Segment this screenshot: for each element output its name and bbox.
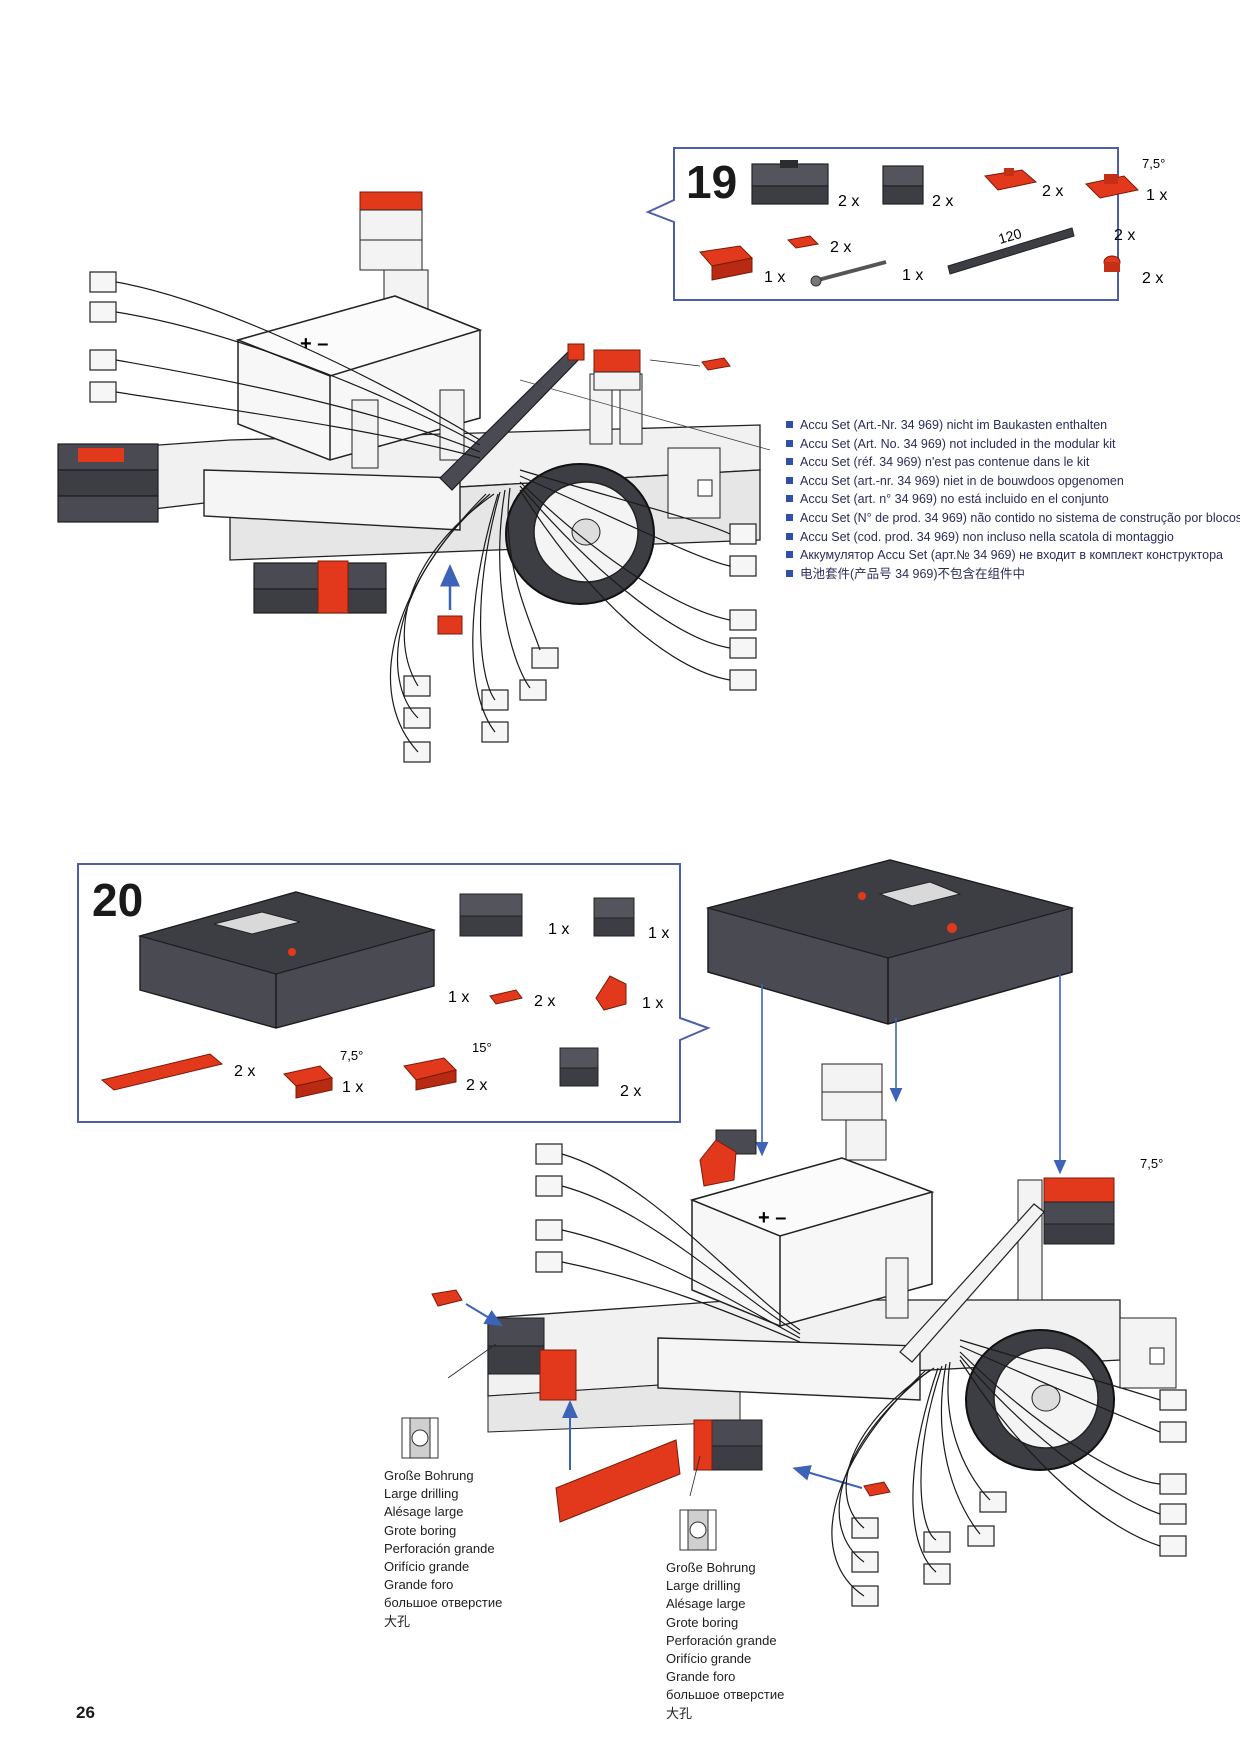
step19-angle-7-5: 7,5° — [1142, 156, 1165, 171]
part-red-collar — [1103, 255, 1121, 272]
large-drilling-icon — [401, 1417, 439, 1459]
step20-qty-5: 2 x — [234, 1063, 255, 1080]
step20-angle-7-5: 7,5° — [340, 1048, 363, 1063]
label-line: Large drilling — [384, 1486, 459, 1502]
step20-qty-4: 1 x — [642, 995, 663, 1012]
part-red-angle-block — [983, 168, 1038, 191]
step19-qty-7: 1 x — [902, 267, 923, 284]
note-line: Accu Set (cod. prod. 34 969) non incluso… — [786, 528, 1240, 547]
label-line: большое отверстие — [384, 1595, 503, 1611]
label-line: большое отверстие — [666, 1687, 785, 1703]
step20-qty-1: 1 x — [548, 921, 569, 938]
label-line: 大孔 — [384, 1613, 411, 1629]
label-line: Alésage large — [666, 1596, 746, 1612]
strut-length-label: 120 — [996, 225, 1023, 247]
step20-qty-3: 2 x — [534, 993, 555, 1010]
part-building-block-30 — [751, 160, 829, 205]
note-line: Accu Set (réf. 34 969) n'est pas contenu… — [786, 453, 1240, 472]
large-drilling-label-right: Große Bohrung Large drilling Alésage lar… — [666, 1559, 784, 1723]
label-line: Grote boring — [384, 1522, 457, 1538]
step19-qty-2: 2 x — [932, 193, 953, 210]
part-building-block-15-groove — [593, 897, 635, 937]
step19-qty-1: 2 x — [838, 193, 859, 210]
step20-qty-8: 2 x — [620, 1083, 641, 1100]
label-line: Grote boring — [666, 1614, 739, 1630]
note-line: 电池套件(产品号 34 969)不包含在组件中 — [786, 565, 1240, 584]
part-building-block-15-groove — [882, 165, 924, 205]
step20-qty-7: 2 x — [466, 1077, 487, 1094]
step19-assembly: + – — [57, 191, 771, 763]
svg-text:+ –: + – — [758, 1207, 786, 1229]
part-controller — [137, 891, 437, 1029]
step19-qty-9: 2 x — [1142, 270, 1163, 287]
label-line: 大孔 — [666, 1705, 693, 1721]
note-line: Accu Set (art. n° 34 969) no está inclui… — [786, 490, 1240, 509]
note-line: Accu Set (N° de prod. 34 969) não contid… — [786, 509, 1240, 528]
part-red-building-block-15 — [699, 245, 754, 281]
step20-parts-box: 20 1 x 1 x 1 x 2 x 1 x — [77, 863, 711, 1123]
part-red-flat-plate — [100, 1053, 224, 1091]
step20-qty-2: 1 x — [648, 925, 669, 942]
part-red-adapter-plate — [786, 235, 820, 249]
part-building-block-15-grey — [559, 1047, 599, 1087]
part-red-angle-block-7-5 — [1084, 174, 1140, 199]
step19-parts-box: 19 2 x 2 x 2 x 7,5° 1 x — [645, 147, 1167, 301]
step19-qty-3: 2 x — [1042, 183, 1063, 200]
note-line: Accu Set (Art.-Nr. 34 969) nicht im Bauk… — [786, 416, 1240, 435]
step20-number: 20 — [92, 874, 143, 926]
step20-qty-controller: 1 x — [448, 989, 469, 1006]
label-line: Orifício grande — [384, 1559, 470, 1575]
svg-text:+ –: + – — [300, 333, 328, 355]
wheel-top — [505, 463, 655, 605]
wheel-bottom — [965, 1329, 1115, 1471]
label-line: Perforación grande — [384, 1540, 495, 1556]
label-line: Perforación grande — [666, 1632, 777, 1648]
part-metal-axle — [810, 260, 887, 287]
step19-qty-6: 2 x — [830, 239, 851, 256]
label-line: Große Bohrung — [384, 1468, 474, 1483]
part-red-angle-block-15 — [403, 1057, 457, 1091]
step19-qty-8: 2 x — [1114, 227, 1135, 244]
large-drilling-icon — [679, 1509, 717, 1551]
label-line: Large drilling — [666, 1578, 741, 1594]
label-line: Grande foro — [384, 1577, 454, 1593]
controller-floating — [705, 859, 1075, 1025]
page-number: 26 — [76, 1703, 95, 1722]
battery-not-included-note: Accu Set (Art.-Nr. 34 969) nicht im Bauk… — [786, 416, 1240, 583]
step19-number: 19 — [686, 156, 737, 208]
part-red-hinge-block — [595, 975, 627, 1011]
note-line: Accu Set (Art. No. 34 969) not included … — [786, 435, 1240, 454]
label-line: Alésage large — [384, 1504, 464, 1520]
step20-qty-6: 1 x — [342, 1079, 363, 1096]
part-red-adapter-plate — [489, 989, 523, 1005]
note-line: Аккумулятор Accu Set (арт.№ 34 969) не в… — [786, 546, 1240, 565]
large-drilling-label-left: Große Bohrung Large drilling Alésage lar… — [384, 1467, 502, 1631]
step20-assembly: + – 7,5° — [431, 859, 1187, 1607]
step19-qty-4: 1 x — [1146, 187, 1167, 204]
part-building-block-30 — [459, 893, 523, 937]
part-strut-120 — [947, 227, 1075, 275]
step20-angle-15: 15° — [472, 1040, 492, 1055]
assembly-angle-label: 7,5° — [1140, 1156, 1163, 1171]
label-line: Große Bohrung — [666, 1560, 756, 1575]
note-line: Accu Set (art.-nr. 34 969) niet in de bo… — [786, 472, 1240, 491]
label-line: Orifício grande — [666, 1651, 752, 1667]
part-red-angle-block-7-5 — [283, 1065, 333, 1099]
label-line: Grande foro — [666, 1669, 736, 1685]
step19-qty-5: 1 x — [764, 269, 785, 286]
